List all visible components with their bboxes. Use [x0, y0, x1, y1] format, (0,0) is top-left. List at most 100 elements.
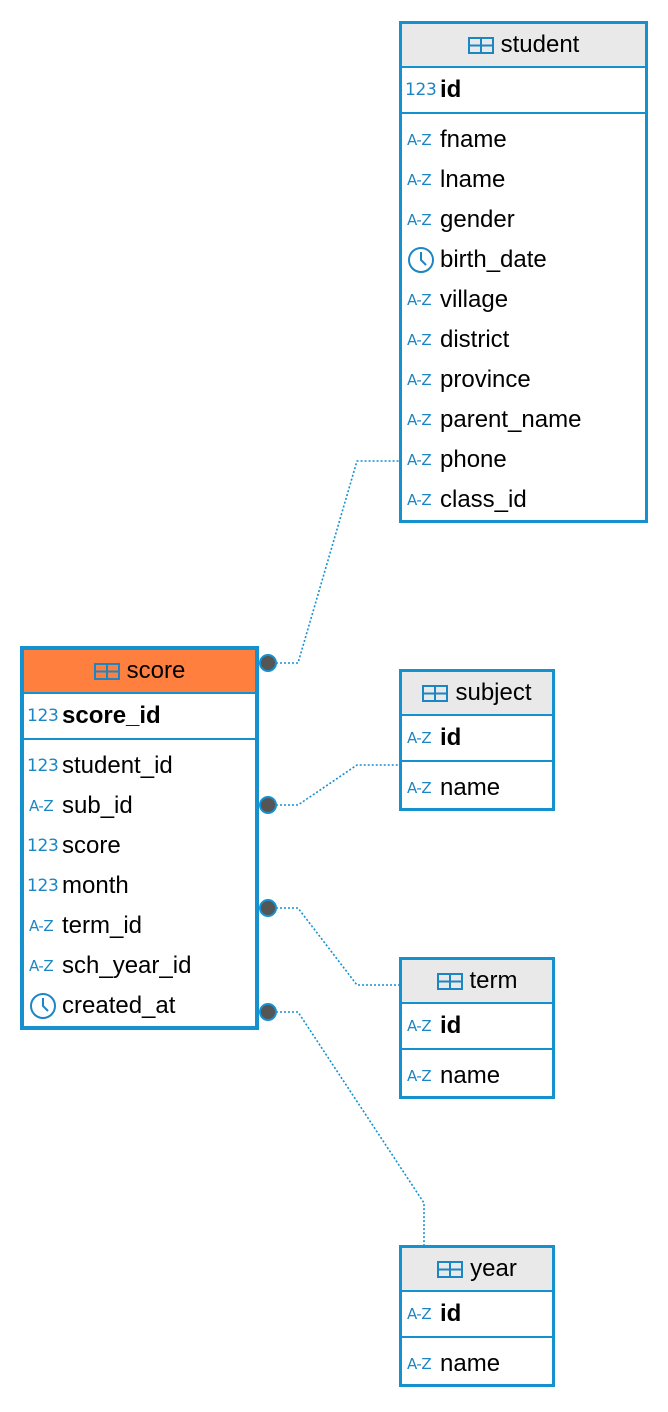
text-type-icon: A-Z: [29, 917, 54, 935]
table-header[interactable]: student: [402, 24, 645, 68]
table-name: year: [470, 1255, 517, 1282]
column-name: created_at: [62, 992, 176, 1019]
column-row[interactable]: A-Z village: [402, 280, 645, 320]
column-name: id: [440, 1012, 462, 1039]
clock-icon: [24, 992, 62, 1020]
column-name: id: [440, 76, 462, 103]
column-name: month: [62, 872, 129, 899]
relation-score-year[interactable]: [259, 1003, 425, 1245]
text-type-icon: A-Z: [407, 371, 432, 389]
column-name: district: [440, 326, 510, 353]
relation-score-subject[interactable]: [259, 764, 399, 814]
table-name: score: [126, 657, 186, 684]
column-name: score: [62, 832, 121, 859]
table-icon: [467, 36, 494, 54]
column-row[interactable]: A-Z province: [402, 360, 645, 400]
column-name: village: [440, 286, 509, 313]
text-type-icon: A-Z: [407, 131, 432, 149]
text-type-icon: A-Z: [29, 797, 54, 815]
table-icon: [422, 684, 449, 702]
table-icon: [93, 662, 120, 680]
text-type-icon: A-Z: [407, 1067, 432, 1085]
table-name: term: [469, 967, 518, 994]
text-type-icon: A-Z: [407, 171, 432, 189]
column-row[interactable]: A-Z district: [402, 320, 645, 360]
column-row[interactable]: A-Z sch_year_id: [24, 946, 255, 986]
column-row[interactable]: A-Z name: [402, 1056, 552, 1096]
column-name: student_id: [62, 752, 173, 779]
relation-line: [268, 460, 399, 664]
column-row[interactable]: A-Z phone: [402, 440, 645, 480]
text-type-icon: A-Z: [407, 331, 432, 349]
text-type-icon: A-Z: [407, 491, 432, 509]
connector-dot: [259, 796, 277, 814]
numeric-type-icon: 123: [27, 706, 59, 726]
table-header[interactable]: term: [402, 960, 552, 1004]
text-type-icon: A-Z: [407, 1355, 432, 1373]
text-type-icon: A-Z: [407, 291, 432, 309]
text-type-icon: A-Z: [407, 729, 432, 747]
relation-line: [268, 1011, 425, 1245]
column-name: score_id: [62, 702, 161, 729]
column-name: name: [440, 774, 501, 801]
column-row[interactable]: A-Z lname: [402, 160, 645, 200]
column-name: sch_year_id: [62, 952, 192, 979]
column-name: sub_id: [62, 792, 133, 819]
relation-line: [268, 764, 399, 806]
table-header[interactable]: subject: [402, 672, 552, 716]
column-row[interactable]: A-Z sub_id: [24, 786, 255, 826]
text-type-icon: A-Z: [407, 451, 432, 469]
connector-dot: [259, 1003, 277, 1021]
column-name: birth_date: [440, 246, 547, 273]
relation-score-term[interactable]: [259, 899, 399, 986]
text-type-icon: A-Z: [407, 1305, 432, 1323]
column-name: fname: [440, 126, 507, 153]
table-icon: [436, 972, 463, 990]
table-header[interactable]: score: [24, 650, 255, 694]
numeric-type-icon: 123: [27, 756, 59, 776]
column-list: A-Z name: [402, 1050, 552, 1096]
column-name: province: [440, 366, 531, 393]
text-type-icon: A-Z: [29, 957, 54, 975]
column-row[interactable]: birth_date: [402, 240, 645, 280]
column-name: lname: [440, 166, 506, 193]
column-name: phone: [440, 446, 507, 473]
column-name: name: [440, 1062, 501, 1089]
clock-icon: [402, 246, 440, 274]
numeric-type-icon: 123: [405, 80, 437, 100]
column-row[interactable]: created_at: [24, 986, 255, 1026]
column-name: gender: [440, 206, 515, 233]
table-name: student: [500, 31, 580, 58]
relation-line: [268, 907, 399, 986]
numeric-type-icon: 123: [27, 836, 59, 856]
text-type-icon: A-Z: [407, 411, 432, 429]
table-name: subject: [455, 679, 532, 706]
text-type-icon: A-Z: [407, 211, 432, 229]
column-row[interactable]: A-Z fname: [402, 120, 645, 160]
column-row[interactable]: A-Z gender: [402, 200, 645, 240]
column-name: name: [440, 1350, 501, 1377]
table-icon: [437, 1260, 464, 1278]
relation-score-student[interactable]: [259, 460, 399, 672]
table-header[interactable]: year: [402, 1248, 552, 1292]
column-row[interactable]: A-Z name: [402, 1344, 552, 1384]
